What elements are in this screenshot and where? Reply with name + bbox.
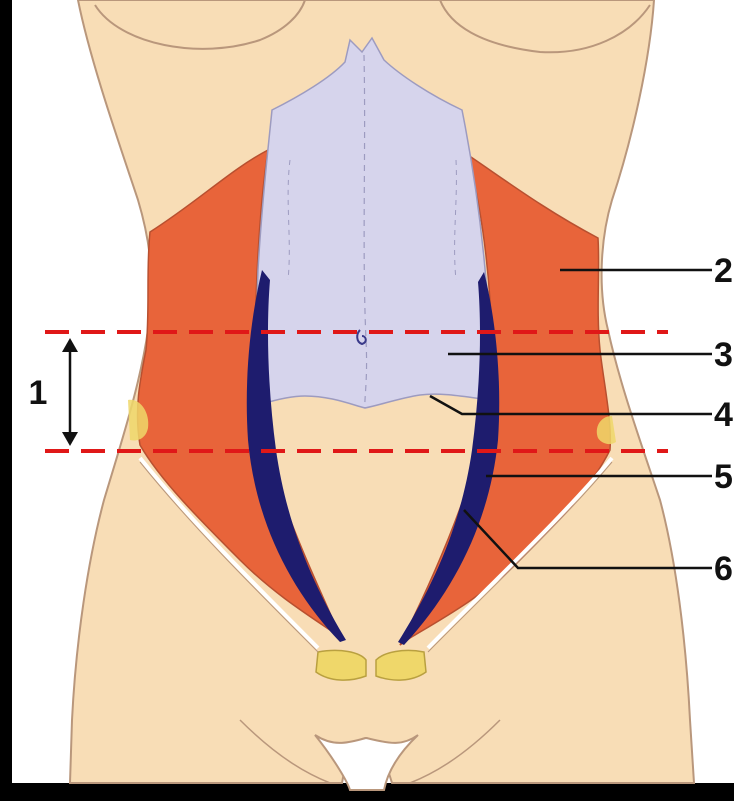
label-3: 3 — [714, 336, 733, 374]
label-6: 6 — [714, 550, 733, 588]
label-4: 4 — [714, 396, 733, 434]
label-2: 2 — [714, 252, 733, 290]
label-1: 1 — [29, 374, 48, 412]
pubic-bone-left — [316, 650, 366, 680]
label-5: 5 — [714, 458, 733, 496]
pubic-bone-right — [376, 650, 426, 680]
